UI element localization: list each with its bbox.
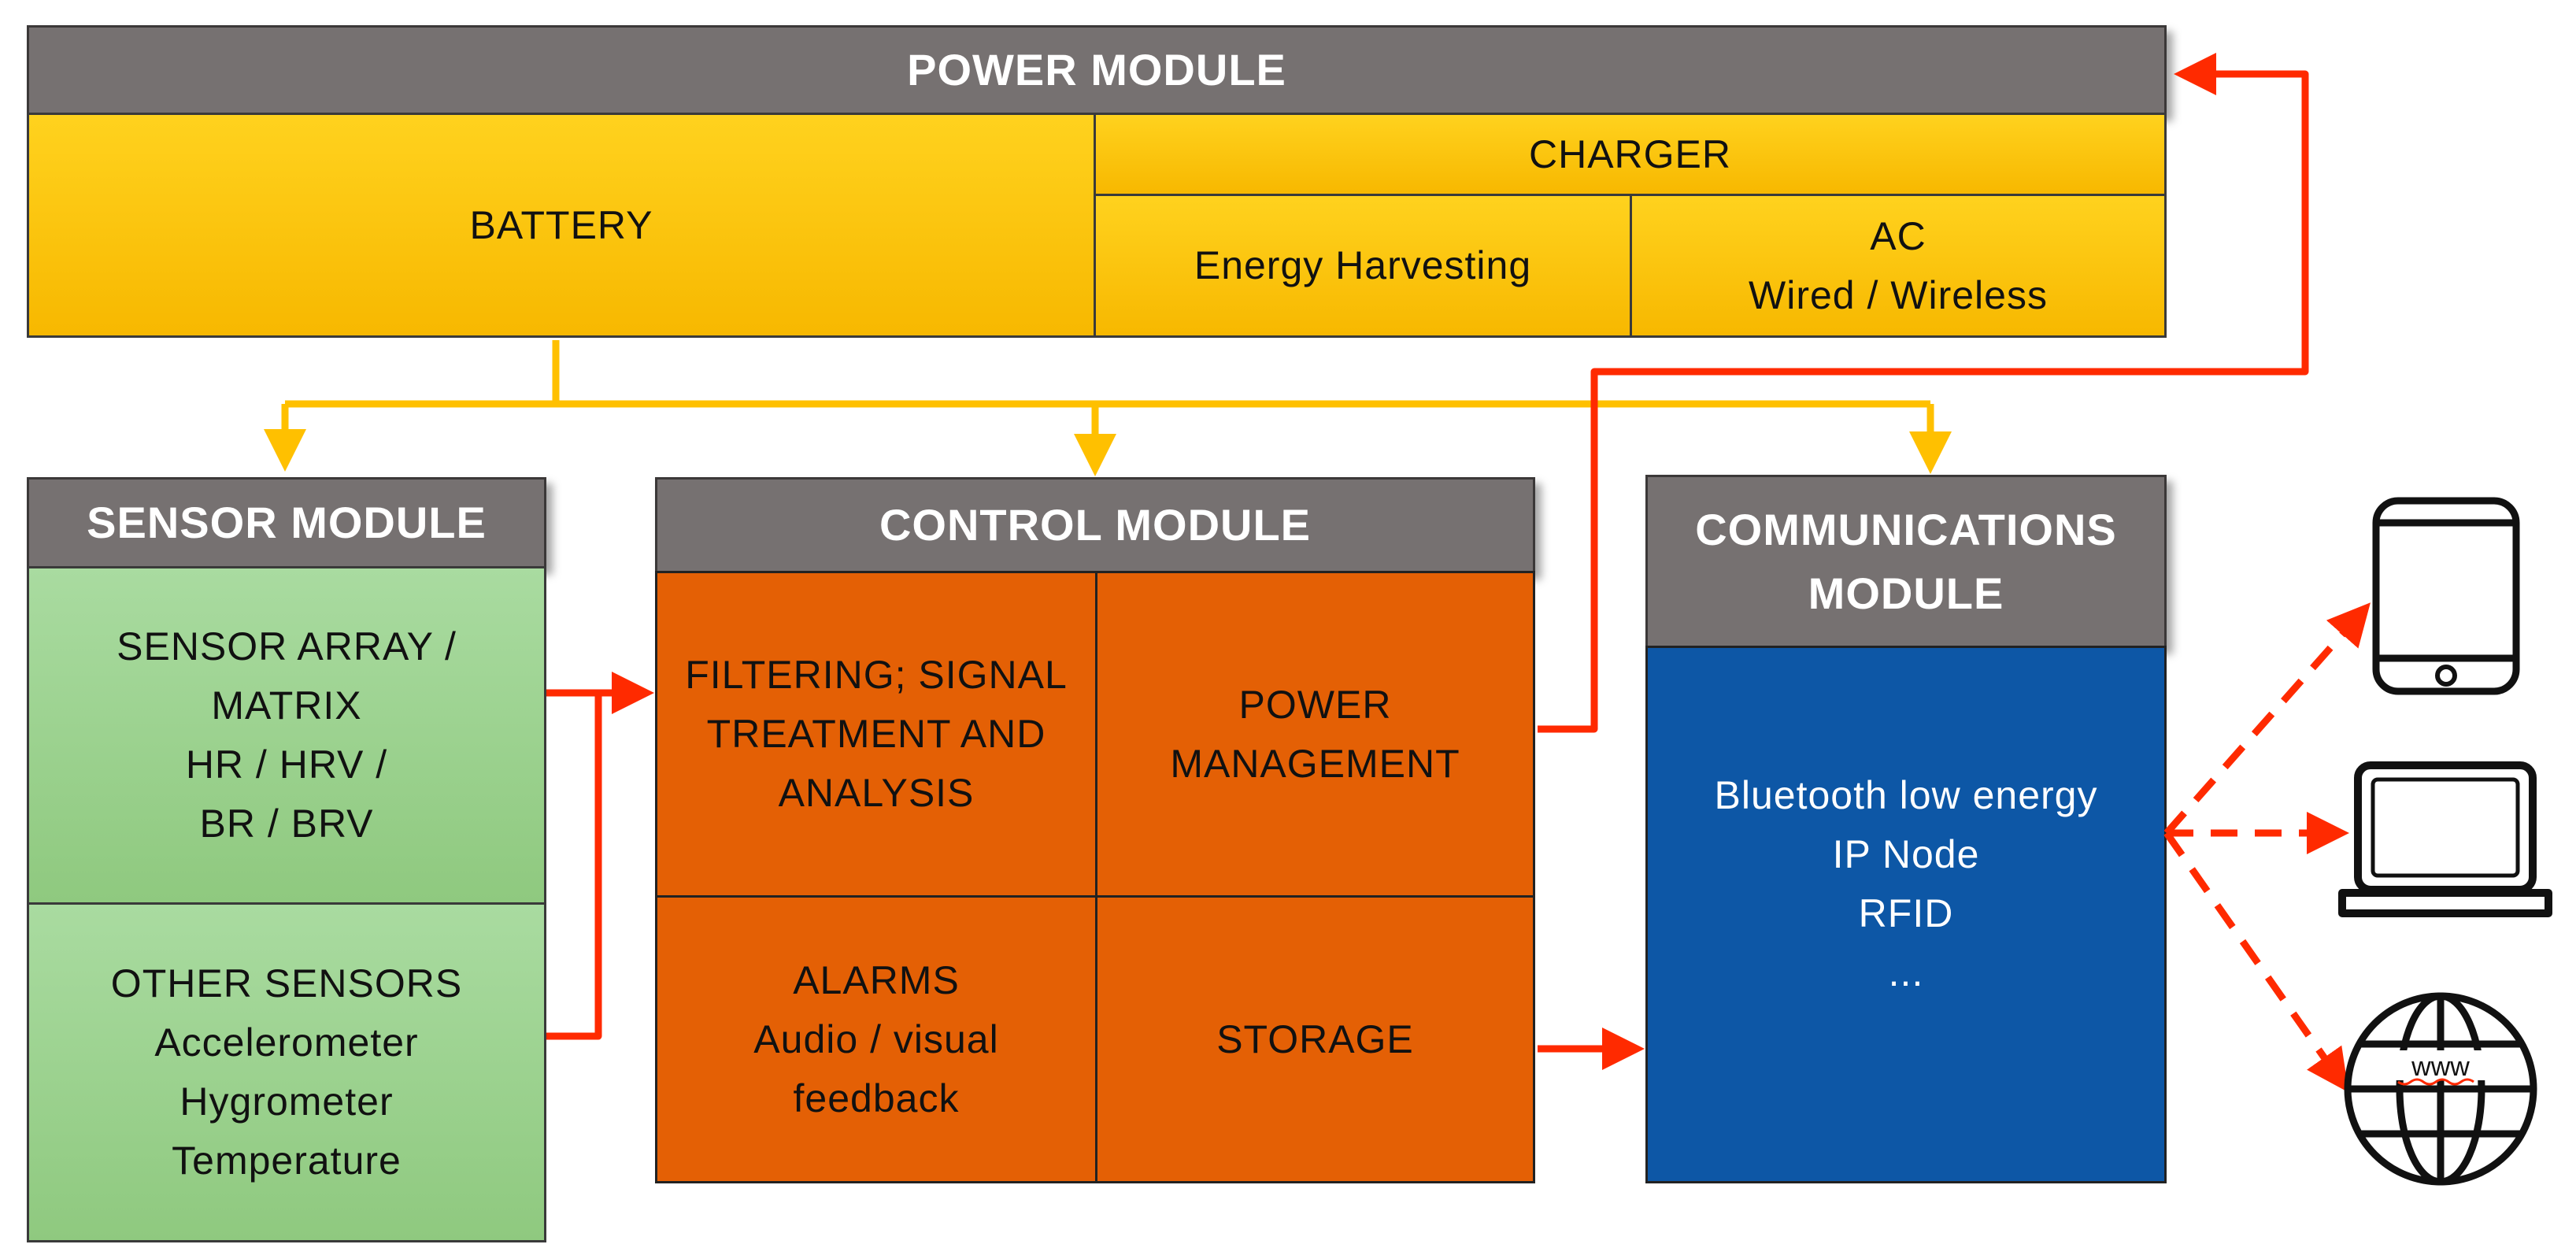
sensor-array-cell: SENSOR ARRAY / MATRIX HR / HRV / BR / BR… — [27, 566, 546, 905]
battery-cell: BATTERY — [27, 113, 1096, 338]
energy-harvesting-cell: Energy Harvesting — [1094, 194, 1632, 338]
laptop-icon — [2338, 761, 2552, 917]
communications-body: Bluetooth low energy IP Node RFID ... — [1645, 646, 2167, 1183]
power-distribution-arrows — [264, 340, 1952, 476]
ac-cell: AC Wired / Wireless — [1630, 194, 2167, 338]
sensor-module-title: SENSOR MODULE — [27, 477, 546, 568]
charger-cell: CHARGER — [1094, 113, 2167, 196]
power-management-cell: POWER MANAGEMENT — [1095, 571, 1535, 898]
globe-www-label: www — [2411, 1052, 2470, 1082]
storage-cell: STORAGE — [1095, 895, 1535, 1183]
filtering-cell: FILTERING; SIGNAL TREATMENT AND ANALYSIS — [655, 571, 1097, 898]
signal-arrows — [546, 53, 2309, 1070]
communications-module-title: COMMUNICATIONS MODULE — [1645, 475, 2167, 648]
alarms-cell: ALARMS Audio / visual feedback — [655, 895, 1097, 1183]
globe-www-icon: www — [2344, 992, 2537, 1186]
wireless-links — [2163, 602, 2371, 1093]
other-sensors-cell: OTHER SENSORS Accelerometer Hygrometer T… — [27, 902, 546, 1242]
power-module-title: POWER MODULE — [27, 25, 2167, 115]
tablet-icon — [2372, 497, 2520, 695]
